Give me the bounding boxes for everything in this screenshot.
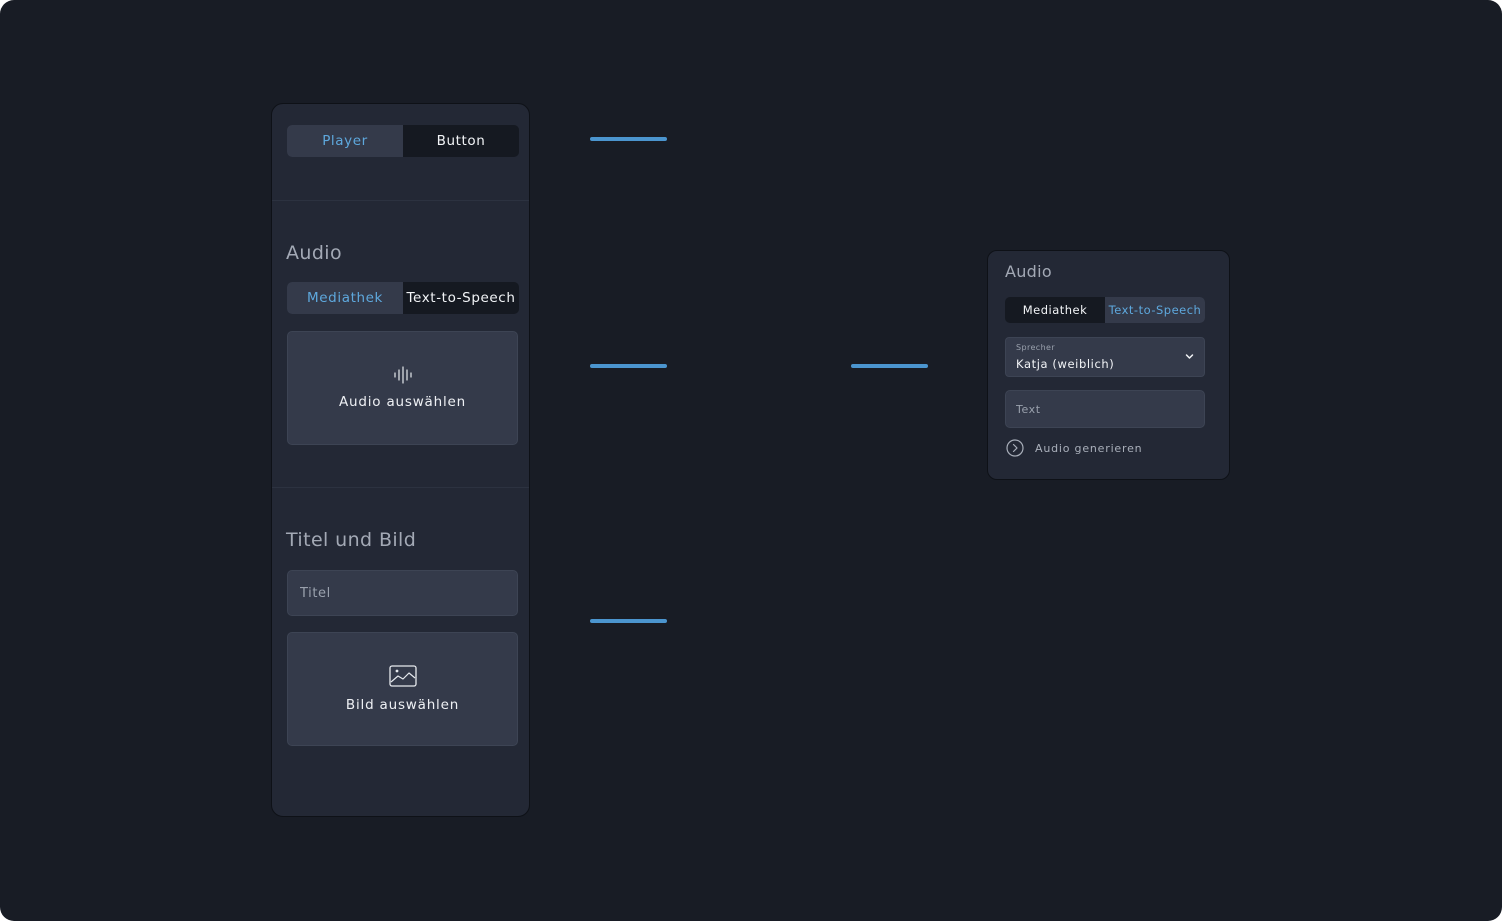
speaker-select[interactable]: Sprecher Katja (weiblich) [1005, 337, 1205, 377]
connector-line [851, 364, 928, 368]
speaker-value: Katja (weiblich) [1016, 357, 1115, 371]
speaker-label: Sprecher [1016, 343, 1056, 352]
tts-text-input[interactable] [1005, 390, 1205, 428]
audio-source-toggle: Mediathek Text-to-Speech [287, 282, 519, 314]
tab-mediathek[interactable]: Mediathek [287, 282, 403, 314]
generate-audio-label: Audio generieren [1035, 441, 1143, 455]
image-select-button[interactable]: Bild auswählen [287, 632, 518, 746]
tab-button[interactable]: Button [436, 133, 486, 149]
tab-mediathek[interactable]: Mediathek [1022, 303, 1088, 317]
image-select-label: Bild auswählen [345, 697, 460, 713]
audio-section-title: Audio [286, 242, 343, 264]
mode-toggle: Player Button [287, 125, 519, 157]
settings-panel: Player Button Audio Mediathek Text-to-Sp… [271, 103, 530, 817]
connector-line [590, 619, 667, 623]
divider [272, 200, 529, 201]
connector-line [590, 364, 667, 368]
tab-player[interactable]: Player [287, 125, 403, 157]
tts-card: Audio Mediathek Text-to-Speech Sprecher … [987, 250, 1230, 480]
connector-line [590, 137, 667, 141]
audio-select-button[interactable]: Audio auswählen [287, 331, 518, 445]
image-icon [388, 665, 417, 687]
generate-audio-button[interactable]: Audio generieren [1006, 439, 1142, 457]
title-input[interactable] [287, 570, 518, 616]
tts-source-toggle: Mediathek Text-to-Speech [1005, 297, 1205, 323]
waveform-icon [393, 366, 412, 384]
tts-card-title: Audio [1005, 262, 1052, 281]
title-section-title: Titel und Bild [286, 529, 417, 551]
tab-text-to-speech[interactable]: Text-to-Speech [406, 290, 516, 306]
chevron-down-icon [1185, 354, 1194, 359]
tab-text-to-speech[interactable]: Text-to-Speech [1105, 297, 1205, 323]
divider [272, 487, 529, 488]
chevron-right-circle-icon [1006, 439, 1024, 457]
audio-select-label: Audio auswählen [338, 394, 466, 410]
